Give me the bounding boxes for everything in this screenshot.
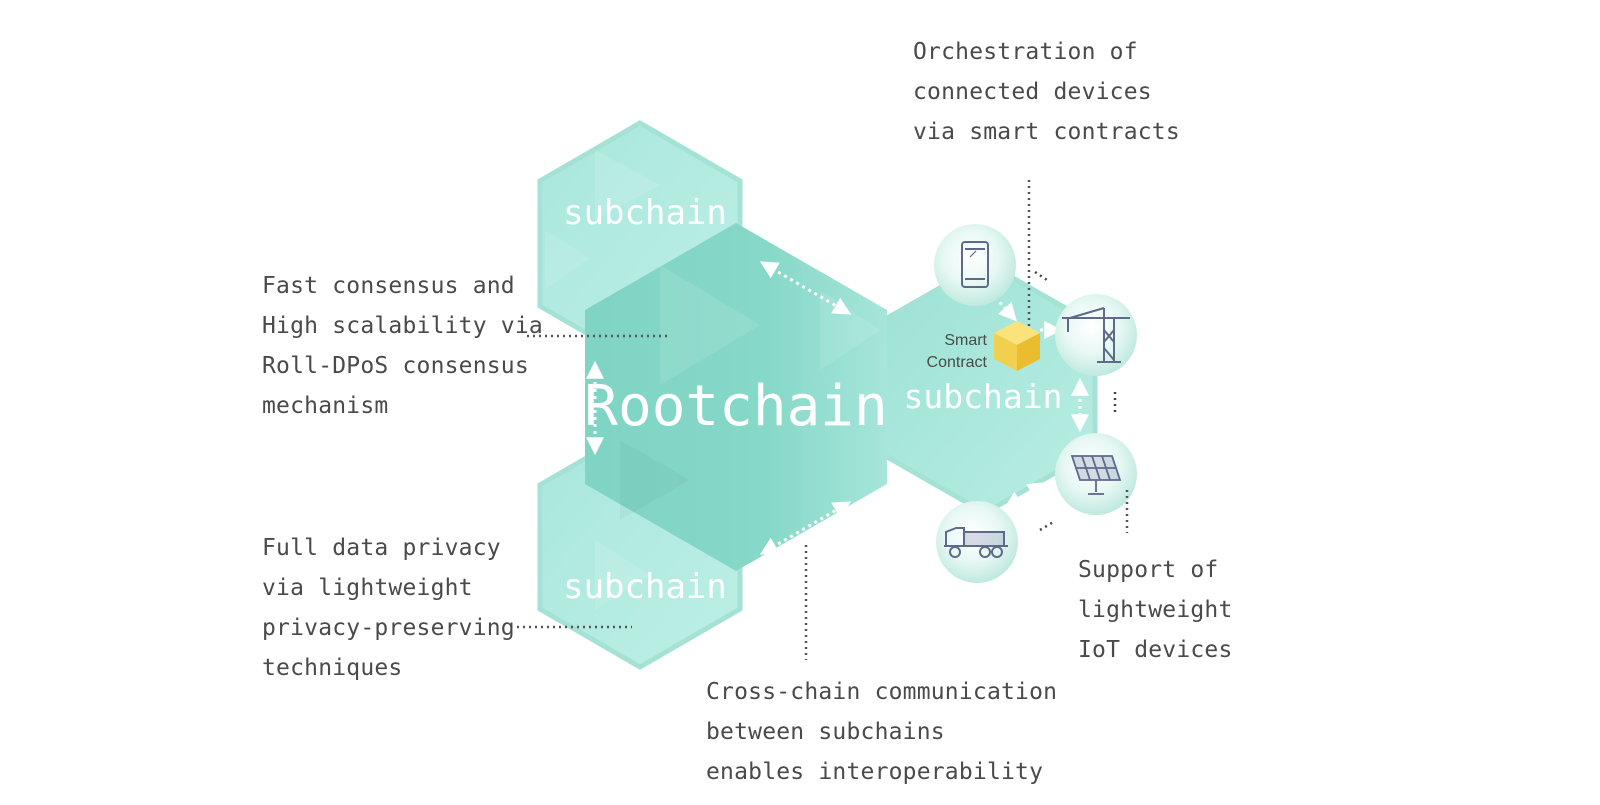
smartphone-icon [961,241,989,288]
annotation-iot-line: Support of [1078,557,1219,583]
subchain-right-label: subchain [904,377,1063,416]
annotation-crosschain-line: Cross-chain communication [706,679,1058,705]
arrow-truck-solar [1003,482,1047,509]
annotation-crosschain-line: between subchains [706,719,945,745]
subchain-bottom-label: subchain [563,567,727,607]
rootchain-label: Rootchain [584,374,887,439]
solar-panel-icon [1070,455,1122,495]
smart-contract-label-line1: Smart [944,332,987,349]
annotation-privacy-line: via lightweight [262,575,473,601]
annotation-consensus-line: Fast consensus and [262,273,515,299]
smart-contract-label-line2: Contract [927,354,988,371]
annotation-orchestration-line: connected devices [913,79,1152,105]
arrow-root-bottom [759,501,852,555]
truck-bubble [936,501,1018,583]
crane-icon [1062,307,1130,363]
annotation-consensus: Fast consensus and High scalability via … [262,266,543,426]
annotation-privacy-line: techniques [262,655,403,681]
arrow-root-top [759,261,852,315]
smartphone-bubble [934,224,1016,306]
annotation-crosschain-line: enables interoperability [706,759,1044,785]
crane-bubble [1055,294,1137,376]
annotation-privacy: Full data privacy via lightweight privac… [262,528,515,688]
subchain-top-label: subchain [563,193,727,233]
annotation-orchestration: Orchestration of connected devices via s… [913,32,1180,152]
annotation-iot-line: lightweight [1078,597,1233,623]
annotation-consensus-line: High scalability via [262,313,543,339]
annotation-privacy-line: Full data privacy [262,535,501,561]
arrow-phone-cube [993,295,1017,322]
annotation-iot: Support of lightweight IoT devices [1078,550,1233,670]
smart-contract-cube-icon [994,321,1040,371]
annotation-crosschain: Cross-chain communication between subcha… [706,672,1057,792]
annotation-orchestration-line: Orchestration of [913,39,1138,65]
annotation-orchestration-line: via smart contracts [913,119,1180,145]
leader-lines [517,180,1129,660]
annotation-iot-line: IoT devices [1078,637,1233,663]
truck-icon [944,527,1008,558]
annotation-consensus-line: mechanism [262,393,389,419]
cross-chain-arrows [586,261,1089,555]
solar-panel-bubble [1055,433,1137,515]
annotation-privacy-line: privacy-preserving [262,615,515,641]
annotation-consensus-line: Roll-DPoS consensus [262,353,529,379]
